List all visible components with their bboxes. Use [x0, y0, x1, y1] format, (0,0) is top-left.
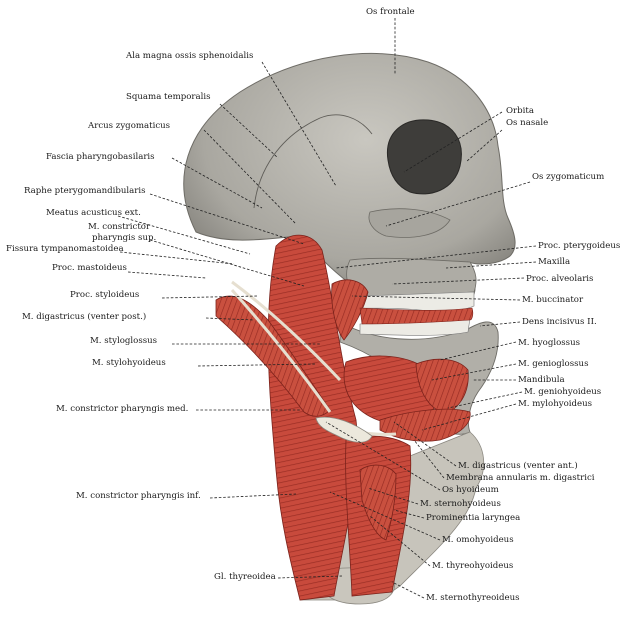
label-m-sternothyreoideus: M. sternothyreoideus — [426, 593, 520, 603]
pterygoid-muscle — [331, 279, 369, 341]
label-proc-alveolaris: Proc. alveolaris — [526, 274, 593, 284]
label-os-frontale: Os frontale — [366, 7, 415, 17]
label-m-constrictor-med: M. constrictor pharyngis med. — [56, 404, 188, 414]
orbit — [386, 119, 462, 195]
omohyoid-muscle — [359, 464, 397, 541]
label-membrana-annularis: Membrana annularis m. digastrici — [446, 473, 595, 483]
temporal-suture — [253, 114, 373, 209]
zygomatic-bone — [368, 208, 451, 238]
label-prominentia-laryngea: Prominentia laryngea — [426, 513, 520, 523]
label-arcus-zygomaticus: Arcus zygomaticus — [87, 121, 170, 131]
label-os-hyoideum: Os hyoideum — [442, 485, 499, 495]
label-m-constrictor-inf: M. constrictor pharyngis inf. — [76, 491, 201, 501]
label-squama-temporalis: Squama temporalis — [126, 92, 211, 102]
label-m-mylohyoideus: M. mylohyoideus — [518, 399, 592, 409]
label-proc-pterygoideus: Proc. pterygoideus — [538, 241, 620, 251]
label-maxilla: Maxilla — [538, 257, 570, 267]
label-m-stylohyoideus: M. stylohyoideus — [92, 358, 166, 368]
label-m-buccinator: M. buccinator — [522, 295, 584, 305]
label-m-constrictor-sup-line1: M. constrictor — [88, 222, 151, 232]
label-gl-thyreoidea: Gl. thyreoidea — [214, 572, 276, 582]
label-dens-incisivus: Dens incisivus II. — [522, 317, 597, 327]
label-m-genioglossus: M. genioglossus — [518, 359, 589, 369]
label-m-styloglossus: M. styloglossus — [90, 336, 157, 346]
hyoid-bone — [315, 416, 373, 443]
label-proc-mastoideus: Proc. mastoideus — [52, 263, 127, 273]
labels: Os frontale Ala magna ossis sphenoidalis… — [6, 7, 620, 603]
label-m-geniohyoideus: M. geniohyoideus — [524, 387, 601, 397]
label-m-digastricus-post: M. digastricus (venter post.) — [22, 311, 146, 322]
label-os-zygomaticum: Os zygomaticum — [532, 172, 604, 182]
label-os-nasale: Os nasale — [506, 118, 548, 128]
label-m-sternohyoideus: M. sternohyoideus — [420, 499, 501, 509]
genioglossus-muscle — [415, 358, 469, 415]
cranium — [183, 53, 516, 301]
label-meatus-acusticus: Meatus acusticus ext. — [46, 208, 141, 218]
buccinator-muscle — [359, 307, 474, 325]
label-proc-styloideus: Proc. styloideus — [70, 290, 139, 300]
label-m-hyoglossus: M. hyoglossus — [518, 338, 580, 348]
label-m-thyreohyoideus: M. thyreohyoideus — [432, 561, 513, 571]
label-mandibula: Mandibula — [518, 375, 565, 385]
constrictor-pharyngis — [267, 234, 358, 601]
label-ala-magna: Ala magna ossis sphenoidalis — [125, 51, 253, 61]
label-m-digastricus-ant: M. digastricus (venter ant.) — [458, 460, 578, 471]
label-raphe-pterygomandibularis: Raphe pterygomandibularis — [24, 186, 146, 196]
label-fissura-tympanomastoidea: Fissura tympanomastoidea — [6, 244, 124, 254]
muscles — [215, 234, 474, 601]
label-orbita: Orbita — [506, 106, 534, 116]
leader-lines — [117, 18, 537, 599]
label-fascia-pharyngobasilaris: Fascia pharyngobasilaris — [46, 152, 155, 162]
label-m-constrictor-sup-line2: pharyngis sup. — [92, 233, 156, 243]
lower-teeth — [359, 317, 471, 336]
mylohyoid-muscle — [379, 408, 471, 442]
label-m-omohyoideus: M. omohyoideus — [442, 535, 514, 545]
